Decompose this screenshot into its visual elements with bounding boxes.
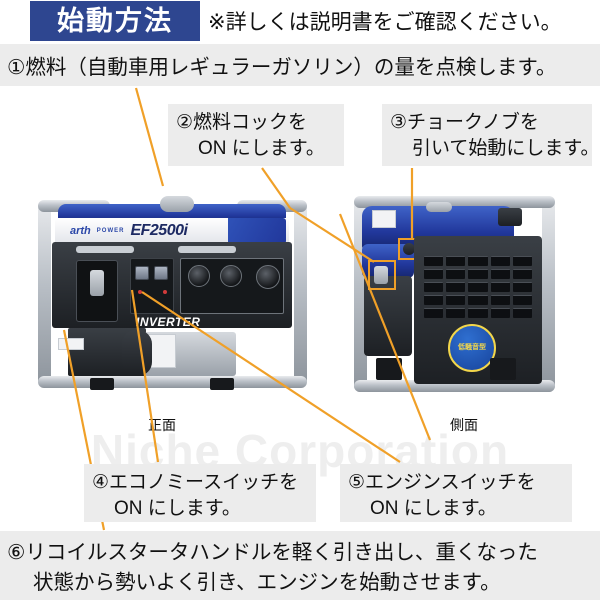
step-6: ⑥リコイルスタータハンドルを軽く引き出し、重くなった 状態から勢いよく引き、エン… bbox=[0, 531, 600, 600]
low-noise-badge-text: 低騒音型 bbox=[458, 344, 486, 352]
header: 始動方法 ※詳しくは説明書をご確認ください。 bbox=[0, 0, 600, 42]
outlet-1 bbox=[188, 265, 210, 287]
step-2-line1: ②燃料コックを bbox=[176, 112, 308, 133]
fuel-cock[interactable] bbox=[374, 266, 388, 284]
recoil-starter-handle bbox=[90, 270, 104, 296]
outlet-2 bbox=[220, 265, 242, 287]
low-noise-badge: 低騒音型 bbox=[448, 324, 496, 372]
outlet-3 bbox=[256, 265, 280, 289]
page-title: 始動方法 bbox=[57, 5, 173, 36]
engine-switch[interactable] bbox=[154, 266, 168, 280]
title-banner: 始動方法 bbox=[30, 1, 200, 41]
economy-switch[interactable] bbox=[135, 266, 149, 280]
header-note: ※詳しくは説明書をご確認ください。 bbox=[208, 11, 562, 34]
model-number: EF2500i bbox=[130, 222, 188, 239]
fuel-cap-side bbox=[426, 202, 452, 212]
inverter-label: INVERTER bbox=[136, 315, 201, 329]
step-4-line1: ④エコノミースイッチを bbox=[92, 472, 299, 493]
step-5-line2: ON にします。 bbox=[370, 497, 497, 519]
step-4: ④エコノミースイッチを ON にします。 bbox=[84, 464, 316, 522]
step-6-line2: 状態から勢いよく引き、エンジンを始動させます。 bbox=[33, 570, 501, 594]
photo-front-view: arth POWER EF2500i INVERTER bbox=[32, 182, 314, 412]
step-2: ②燃料コックを ON にします。 bbox=[168, 104, 344, 166]
step-6-line1: ⑥リコイルスタータハンドルを軽く引き出し、重くなった bbox=[7, 541, 538, 564]
brand-sub: POWER bbox=[96, 228, 125, 234]
step-1-text: ①燃料（自動車用レギュラーガソリン）の量を点検します。 bbox=[7, 56, 557, 79]
step-1: ①燃料（自動車用レギュラーガソリン）の量を点検します。 bbox=[0, 44, 600, 86]
photo-side-view: 低騒音型 bbox=[330, 182, 592, 412]
step-3-line2: 引いて始動にします。 bbox=[412, 137, 600, 159]
engine-vents bbox=[424, 256, 532, 318]
step-3: ③チョークノブを 引いて始動にします。 bbox=[382, 104, 600, 166]
step-5: ⑤エンジンスイッチを ON にします。 bbox=[340, 464, 572, 522]
step-2-line2: ON にします。 bbox=[198, 137, 325, 159]
step-3-line1: ③チョークノブを bbox=[390, 112, 539, 133]
fuel-cap bbox=[160, 196, 194, 212]
brand-mark: arth bbox=[70, 224, 91, 237]
step-5-line1: ⑤エンジンスイッチを bbox=[348, 472, 536, 493]
step-4-line2: ON にします。 bbox=[114, 497, 241, 519]
caption-side: 側面 bbox=[450, 417, 478, 433]
